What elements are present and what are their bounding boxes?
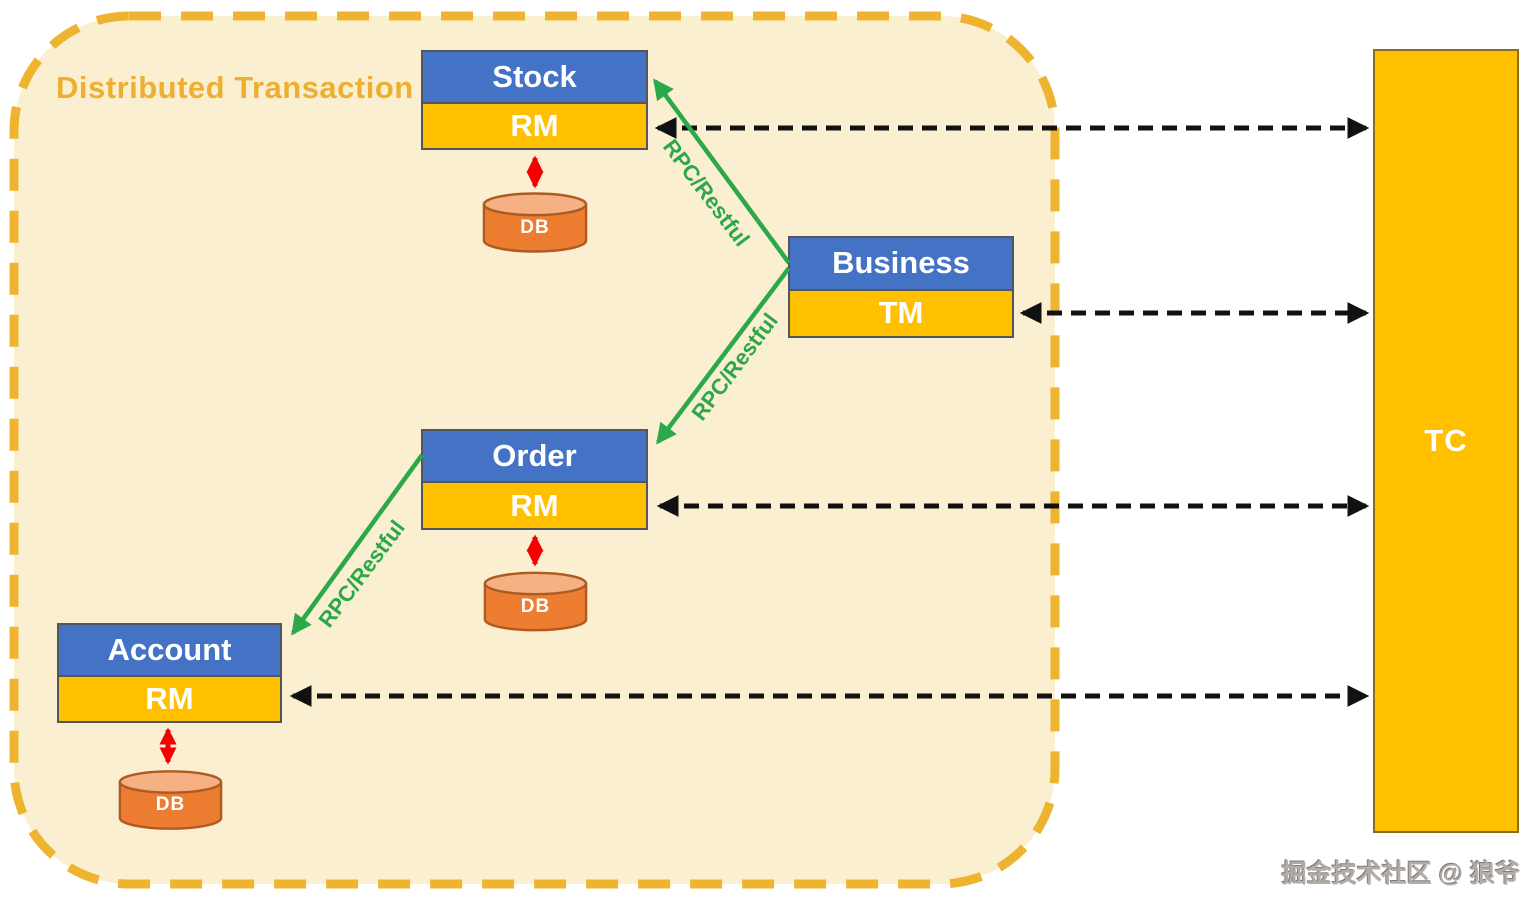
service-name-business: Business: [790, 238, 1012, 291]
db-cylinder-stock: DB: [481, 191, 589, 254]
service-role-order-rm: RM: [423, 483, 646, 528]
container-title: Distributed Transaction: [56, 70, 414, 105]
tc-coordinator-bar: TC: [1373, 49, 1519, 833]
db-label-account: DB: [155, 794, 186, 815]
tc-label: TC: [1424, 423, 1468, 458]
service-name-stock: Stock: [423, 52, 646, 104]
service-role-account-rm: RM: [59, 676, 280, 721]
service-box-business: Business TM: [788, 236, 1014, 338]
service-box-account: Account RM: [57, 623, 282, 723]
db-cylinder-order: DB: [482, 570, 589, 633]
service-role-stock-rm: RM: [423, 103, 646, 148]
db-cylinder-account: DB: [117, 768, 224, 832]
service-box-stock: Stock RM: [421, 50, 648, 150]
watermark-text: 掘金技术社区 @ 狼爷: [1281, 860, 1520, 888]
db-label-order: DB: [520, 596, 551, 617]
service-role-business-tm: TM: [790, 290, 1012, 336]
service-name-account: Account: [59, 625, 280, 677]
db-label-stock: DB: [520, 217, 550, 238]
service-name-order: Order: [423, 431, 646, 484]
service-box-order: Order RM: [421, 429, 648, 530]
